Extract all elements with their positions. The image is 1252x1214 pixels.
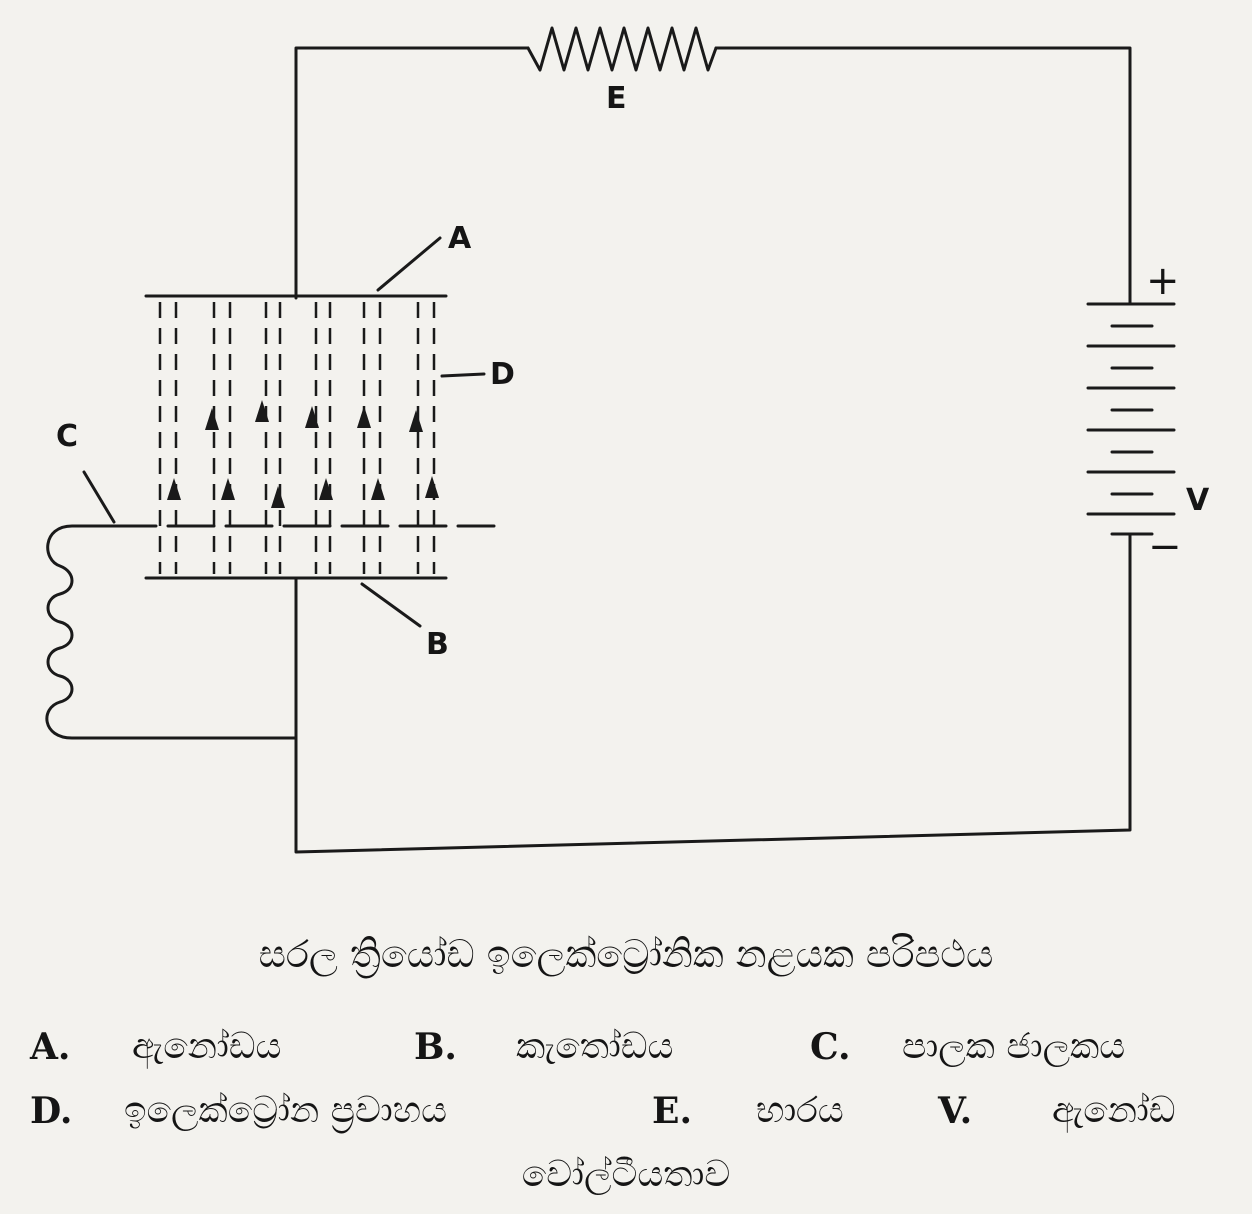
electron-flow-arrow (409, 410, 423, 432)
legend-text-e: භාරය (756, 1090, 844, 1131)
legend-row-3: වෝල්ටීයතාව (521, 1154, 731, 1195)
wire-bottom (294, 532, 1132, 854)
wire-top-left (294, 46, 530, 300)
pointer-line-a (376, 236, 442, 292)
battery-plus-sign: + (1146, 258, 1180, 304)
legend-text-c: පාලක ජාලකය (902, 1026, 1126, 1067)
electron-flow-arrow (255, 400, 269, 422)
legend-text-v: ඇනෝඩ (1052, 1090, 1176, 1131)
legend-row-2: D. ඉලෙක්ට්‍රෝන ප්‍රවාහය E. භාරය V. ඇනෝඩ (0, 1090, 1252, 1134)
electron-flow-arrow (205, 408, 219, 430)
legend-key-d: D. (30, 1090, 73, 1132)
electron-flow-arrow (221, 478, 235, 500)
electron-flow-arrow (371, 478, 385, 500)
electron-flow-arrow (167, 478, 181, 500)
electron-flow-arrows (167, 400, 439, 508)
label-d: D (490, 357, 515, 392)
electron-flow-arrow (271, 486, 285, 508)
legend-text-a: ඇනෝඩය (132, 1026, 282, 1067)
triode-circuit-diagram: A B C D E V + − (45, 26, 1210, 854)
label-a: A (448, 221, 472, 256)
battery (1086, 302, 1176, 536)
pointer-line-b (360, 582, 422, 628)
pointer-line-d (440, 372, 486, 378)
legend-text-d: ඉලෙක්ට්‍රෝන ප්‍රවාහය (124, 1090, 447, 1131)
legend-key-a: A. (30, 1026, 71, 1068)
label-b: B (426, 627, 449, 662)
pointer-line-c (82, 470, 116, 524)
legend-key-v: V. (938, 1090, 973, 1132)
load-resistor (526, 26, 718, 72)
legend-key-e: E. (652, 1090, 692, 1132)
label-c: C (56, 419, 78, 454)
legend-key-c: C. (810, 1026, 851, 1068)
wire-top-right (714, 46, 1132, 306)
electron-flow-arrow (357, 406, 371, 428)
electron-flow-arrow (425, 476, 439, 498)
legend-key-b: B. (414, 1026, 457, 1068)
legend-row-1: A. ඇනෝඩය B. කැතෝඩය C. පාලක ජාලකය (0, 1026, 1252, 1070)
electron-flow (158, 302, 436, 574)
heater-coil (45, 524, 298, 740)
label-v: V (1186, 483, 1210, 518)
legend-text-b: කැතෝඩය (516, 1026, 674, 1067)
electron-flow-arrow (305, 406, 319, 428)
battery-minus-sign: − (1148, 524, 1182, 570)
label-e: E (606, 81, 627, 116)
diagram-caption: සරල ත්‍රියෝඩ ඉලෙක්ට්‍රෝනික නළයක පරිපථය (258, 932, 994, 976)
electron-flow-arrow (319, 478, 333, 500)
